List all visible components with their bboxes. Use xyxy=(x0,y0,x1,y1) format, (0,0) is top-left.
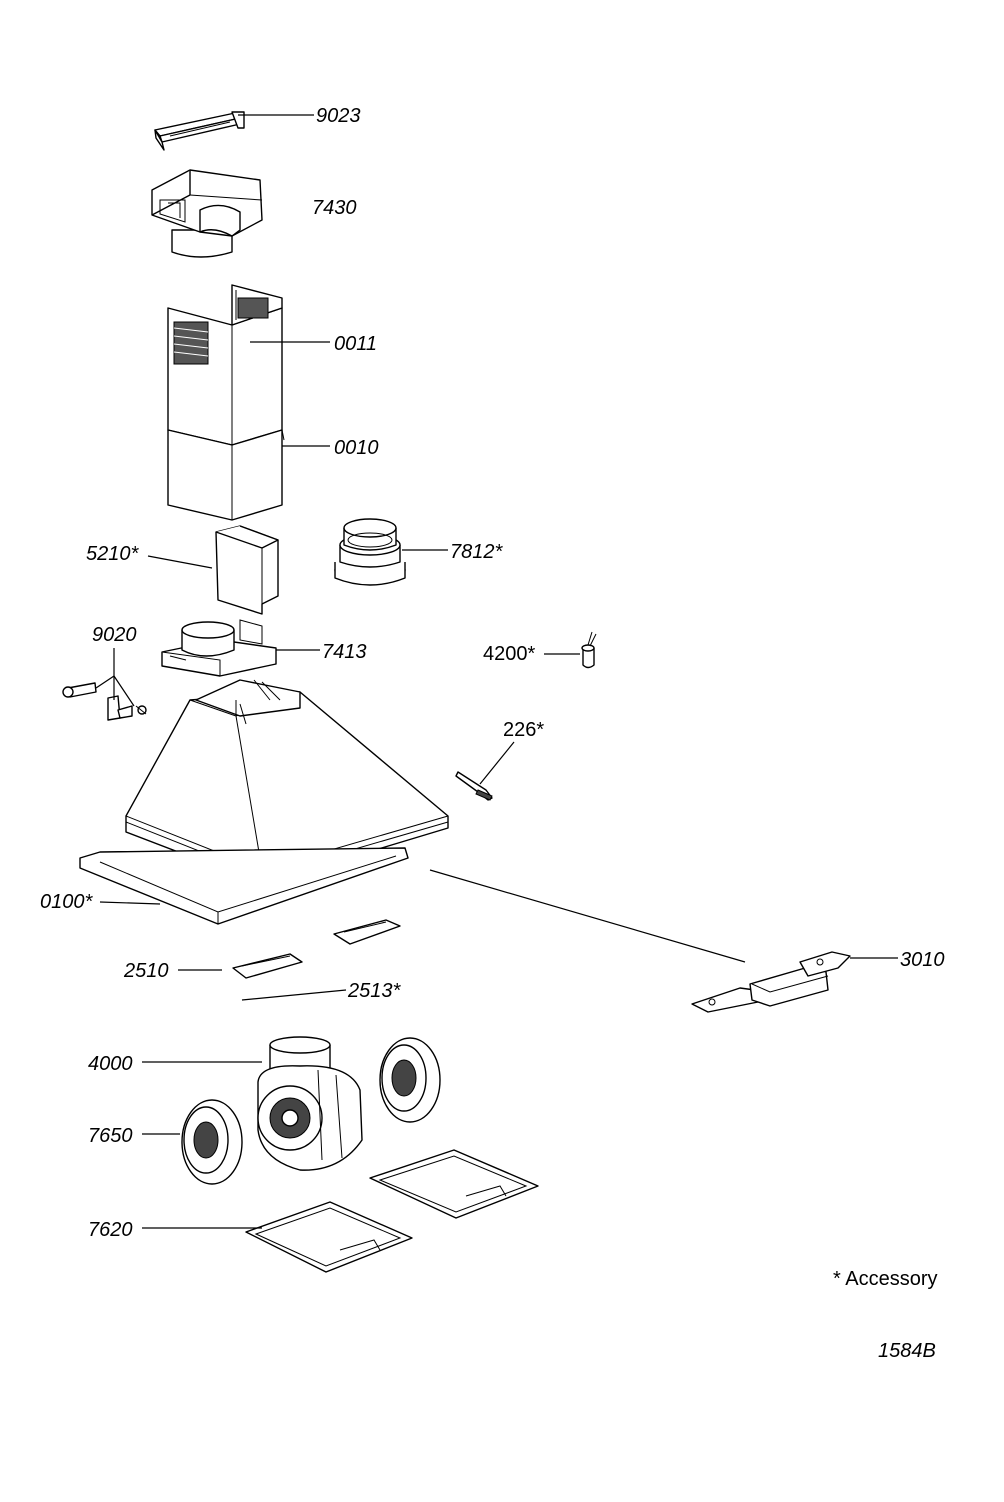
part-9020-screw-kit xyxy=(62,682,147,721)
label-2510: 2510 xyxy=(123,960,169,982)
part-4200-capacitor xyxy=(581,631,597,669)
part-7812-reducer xyxy=(334,518,406,586)
label-0010: 0010 xyxy=(334,437,379,459)
part-226-lamp xyxy=(455,771,493,801)
label-0100: 0100* xyxy=(40,891,93,913)
label-2513: 2513* xyxy=(347,980,401,1002)
leader-lines xyxy=(95,114,898,1229)
label-7620: 7620 xyxy=(88,1219,133,1241)
accessory-footnote: * Accessory xyxy=(833,1268,937,1290)
part-labels: 9023 7430 0011 0010 5210* 7812* 9020 741… xyxy=(40,105,945,1362)
part-4000-motor-blower xyxy=(257,1036,363,1171)
part-2510-lamp-cover xyxy=(232,919,401,979)
label-9020: 9020 xyxy=(92,624,137,646)
part-3010-switch-unit xyxy=(691,951,851,1013)
part-0011-upper-chimney xyxy=(167,284,283,446)
vent-grille-icon xyxy=(173,321,209,365)
label-5210: 5210* xyxy=(86,543,139,565)
label-3010: 3010 xyxy=(900,949,945,971)
label-226: 226* xyxy=(503,719,544,741)
label-7430: 7430 xyxy=(312,197,357,219)
part-7430-adapter xyxy=(151,169,263,258)
vent-grille-top-icon xyxy=(237,297,269,319)
part-5210-deflector xyxy=(215,525,279,615)
part-0010-lower-chimney xyxy=(167,429,285,521)
label-7413: 7413 xyxy=(322,641,367,663)
part-0100-trim-frame xyxy=(79,847,409,925)
part-9023-bracket xyxy=(154,111,245,151)
part-7413-flange xyxy=(161,619,277,677)
part-hood-body xyxy=(125,679,449,885)
drawing-code: 1584B xyxy=(878,1340,936,1362)
label-0011: 0011 xyxy=(334,333,377,355)
label-4200: 4200* xyxy=(483,643,535,665)
part-7650-carbon-filter xyxy=(181,1037,441,1185)
label-7812: 7812* xyxy=(450,541,503,563)
part-7620-grease-filter xyxy=(245,1149,539,1273)
label-9023: 9023 xyxy=(316,105,361,127)
label-4000: 4000 xyxy=(88,1053,133,1075)
label-7650: 7650 xyxy=(88,1125,133,1147)
